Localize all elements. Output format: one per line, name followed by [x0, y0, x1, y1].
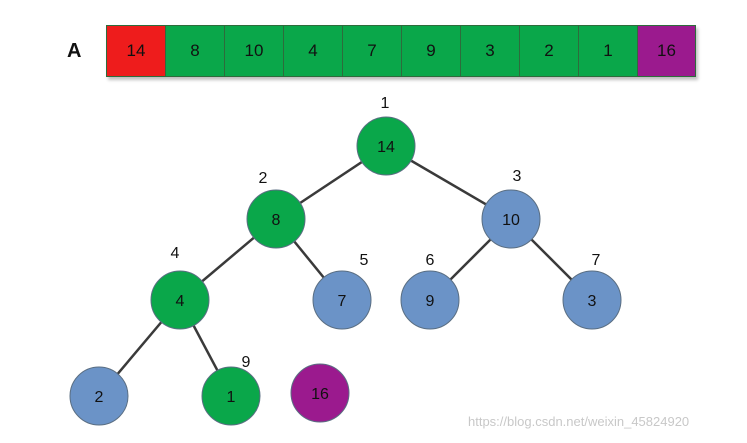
array-cell: 1 [578, 25, 637, 77]
tree-node-circle [312, 270, 372, 330]
tree-node: 19 [201, 354, 261, 426]
tree-node-circle [150, 270, 210, 330]
tree-node: 75 [312, 252, 372, 330]
tree-node: 14 1 [356, 95, 416, 176]
tree-node-index: 6 [426, 252, 435, 269]
tree-node-circle [201, 366, 261, 426]
array-cell: 9 [401, 25, 460, 77]
tree-node-index: 2 [259, 170, 268, 187]
watermark: https://blog.csdn.net/weixin_45824920 [468, 414, 690, 429]
tree-node: 10 3 [481, 168, 541, 249]
tree-node-index: 9 [242, 354, 251, 371]
tree-node-circle [290, 363, 350, 423]
tree-node-value: 9 [426, 293, 435, 310]
tree-node-value: 14 [377, 139, 395, 156]
tree-node-value: 3 [588, 293, 597, 310]
tree-node: 2 [69, 366, 129, 426]
tree-node-value: 16 [311, 386, 329, 403]
tree-node-index: 4 [171, 245, 180, 262]
tree-node-index: 3 [513, 168, 522, 185]
array-cell: 10 [224, 25, 283, 77]
array-cell: 16 [637, 25, 696, 77]
tree-node-value: 8 [272, 212, 281, 229]
array-label: A [67, 40, 82, 62]
array-cell: 3 [460, 25, 519, 77]
array-cell: 8 [165, 25, 224, 77]
tree-node-index: 5 [360, 252, 369, 269]
tree-node-circle [400, 270, 460, 330]
tree-node-value: 1 [227, 389, 236, 406]
array-cell: 2 [519, 25, 578, 77]
tree-node: 37 [562, 252, 622, 330]
array-cell: 4 [283, 25, 342, 77]
tree-node: 82 [246, 170, 306, 249]
tree-node-circle [481, 189, 541, 249]
tree-node: 16 [290, 363, 350, 423]
tree-node-circle [69, 366, 129, 426]
tree-node-index: 7 [592, 252, 601, 269]
tree-node: 96 [400, 252, 460, 330]
tree-node-value: 2 [95, 389, 104, 406]
tree-node: 44 [150, 245, 210, 330]
array-cell: 7 [342, 25, 401, 77]
tree-node-circle [562, 270, 622, 330]
array-cell: 14 [106, 25, 165, 77]
tree-node-circle [356, 116, 416, 176]
tree-node-index: 1 [381, 95, 390, 112]
tree-node-circle [246, 189, 306, 249]
tree-node-value: 7 [338, 293, 347, 310]
tree-node-value: 10 [502, 212, 520, 229]
tree-node-value: 4 [176, 293, 185, 310]
